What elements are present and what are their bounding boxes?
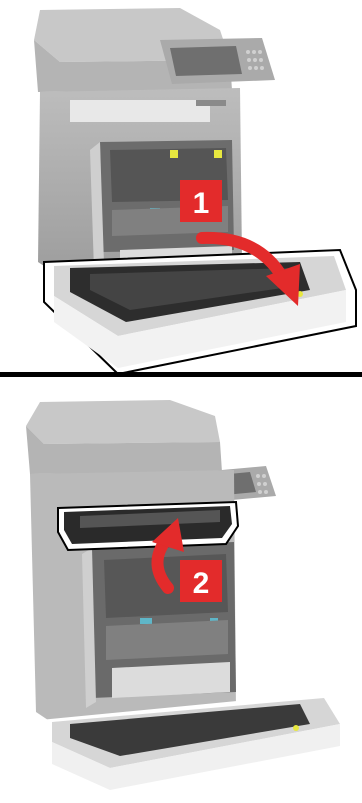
section-divider <box>0 372 362 377</box>
step-1-number: 1 <box>193 187 210 220</box>
printer-front-door-open-illustration: 1 <box>0 0 362 378</box>
printer-access-cover <box>58 502 238 550</box>
step-2-badge: 2 <box>180 560 222 602</box>
printer-control-panel <box>160 38 275 84</box>
step-2-number: 2 <box>193 567 210 600</box>
step-1-illustration: 1 <box>0 0 362 378</box>
printer-access-cover-illustration: 2 <box>0 392 362 803</box>
printer-front-door <box>44 250 356 374</box>
step-2-illustration: 2 <box>0 392 362 803</box>
step-1-badge: 1 <box>180 180 222 222</box>
printer-scanner-top <box>26 400 222 474</box>
